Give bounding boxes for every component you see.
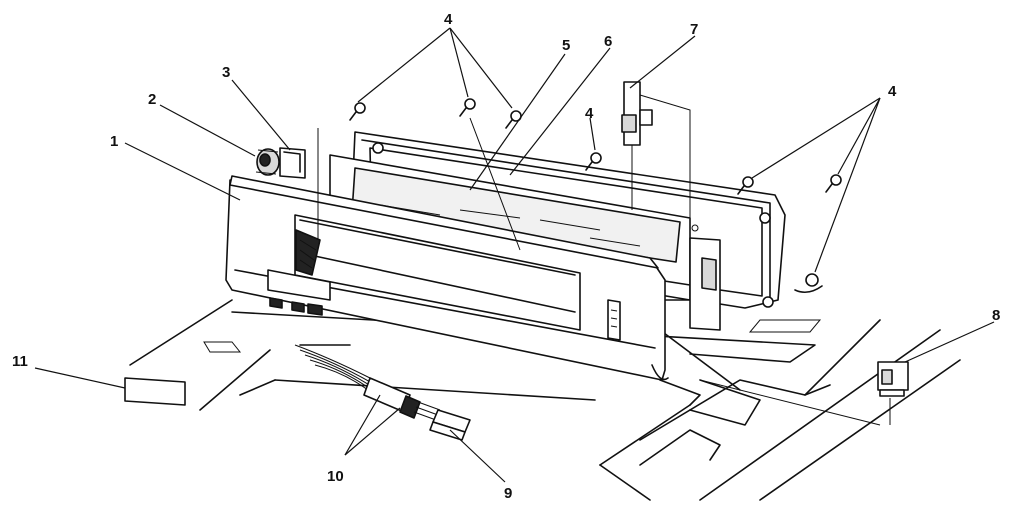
label-11 [124,377,186,406]
screw-top-3 [505,110,522,129]
callouts: 1 2 3 4 4 4 5 6 7 8 9 10 11 [12,11,1000,502]
front-bezel [225,175,669,381]
callout-1: 1 [110,133,118,150]
screw-right-2 [825,174,842,193]
screw-right-3 [794,273,823,294]
screw-top-2 [459,98,476,117]
screws [317,98,842,294]
screw-top-1 [349,102,366,121]
callout-6: 6 [604,33,612,50]
callout-9: 9 [504,485,512,502]
connector-8 [699,361,909,426]
callout-8: 8 [992,307,1000,324]
callout-10: 10 [327,468,344,485]
side-board [689,224,721,331]
knob [255,148,280,176]
leader-lines [34,27,995,483]
wire-harness [294,344,471,441]
callout-4-center: 4 [585,105,594,122]
callout-4-top: 4 [444,11,453,28]
callout-5: 5 [562,37,570,54]
callout-7: 7 [690,21,698,38]
screw-center [585,152,602,171]
switch-7 [621,81,691,225]
screw-right-1 [737,176,754,195]
callout-3: 3 [222,64,230,81]
callout-2: 2 [148,91,156,108]
bracket-block [279,147,306,179]
callout-4-right: 4 [888,83,897,100]
callout-11: 11 [12,353,28,370]
